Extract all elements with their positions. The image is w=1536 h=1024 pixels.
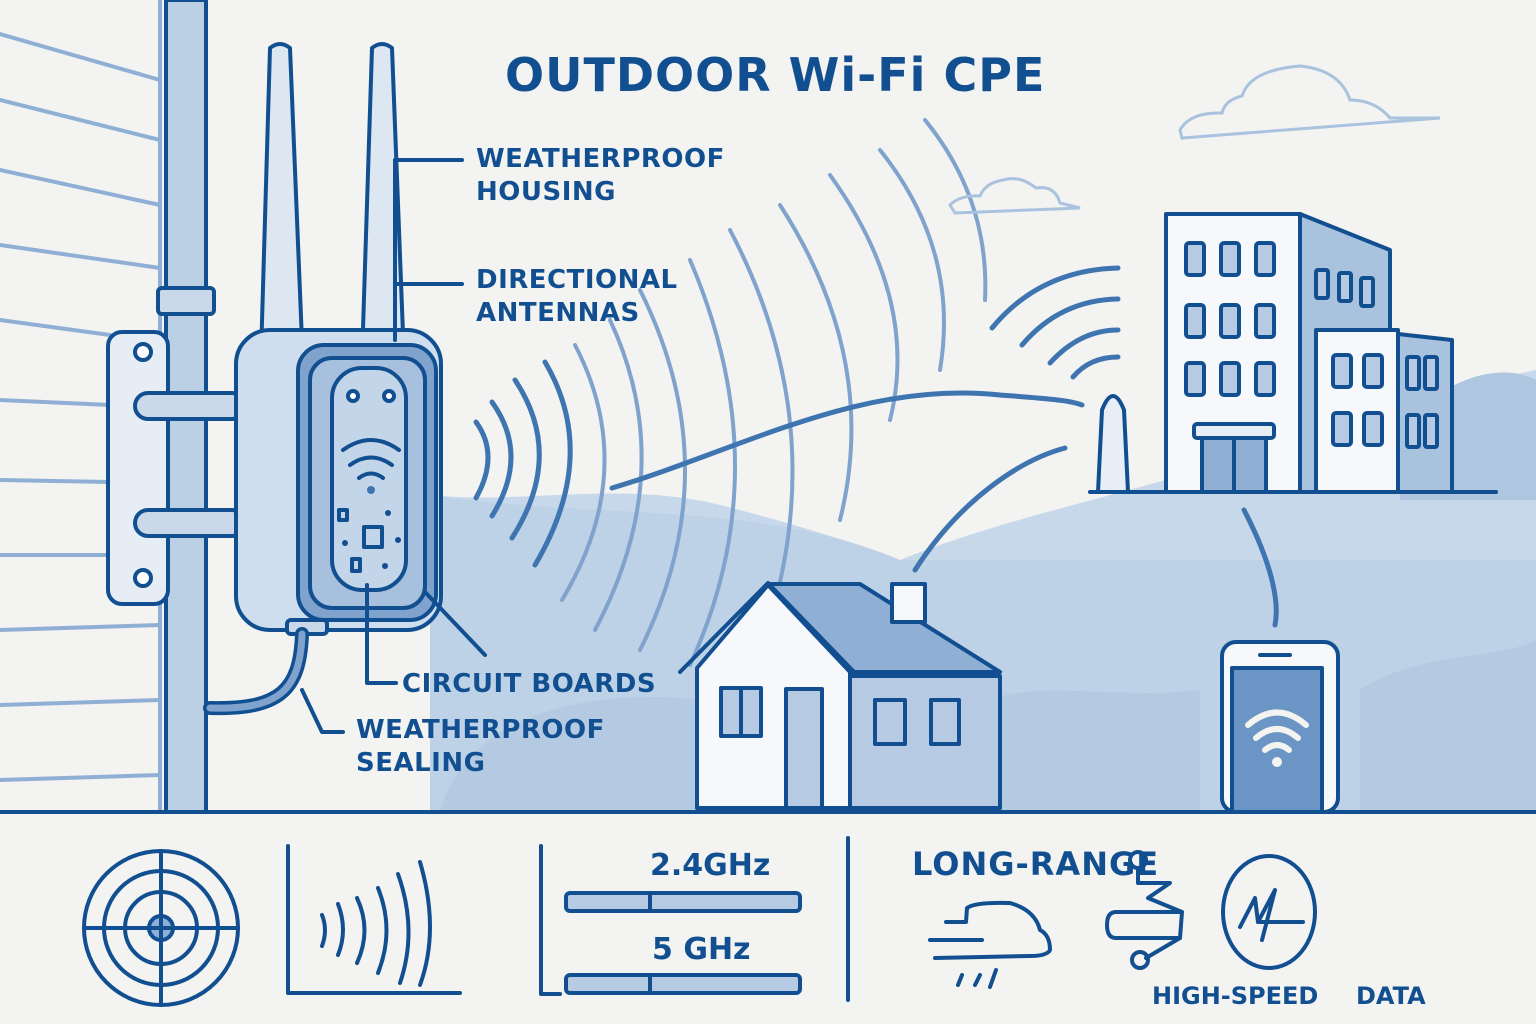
house [678, 581, 1002, 810]
cpe-device [203, 42, 443, 716]
signal-waves-icon [286, 844, 462, 995]
office-building [1088, 212, 1498, 494]
callout-weatherproof-sealing: WEATHERPROOF SEALING [356, 715, 605, 778]
freq-label-24: 2.4GHz [650, 848, 771, 883]
data-icon [1221, 854, 1317, 970]
wall-siding [0, 0, 162, 812]
callout-weatherproof-housing: WEATHERPROOF HOUSING [476, 144, 725, 207]
page-title: OUTDOOR Wi-Fi CPE [505, 48, 1046, 102]
signal-waves [473, 118, 1279, 667]
high-speed-icon [1105, 850, 1184, 970]
high-speed-label: HIGH-SPEED [1152, 982, 1319, 1010]
mounting-pole [106, 0, 247, 814]
smartphone [1220, 640, 1340, 814]
data-label: DATA [1356, 982, 1426, 1010]
tower [1096, 394, 1130, 494]
callout-lines [300, 158, 487, 734]
target-icon [82, 849, 240, 1007]
weather-cloud-icon [928, 900, 1052, 989]
clouds [948, 64, 1441, 215]
freq-label-5: 5 GHz [652, 932, 751, 967]
frequency-bars-icon [539, 836, 850, 1002]
callout-circuit-boards: CIRCUIT BOARDS [402, 669, 657, 699]
callout-directional-antennas: DIRECTIONAL ANTENNAS [476, 265, 678, 328]
long-range-label: LONG-RANGE [912, 845, 1160, 883]
